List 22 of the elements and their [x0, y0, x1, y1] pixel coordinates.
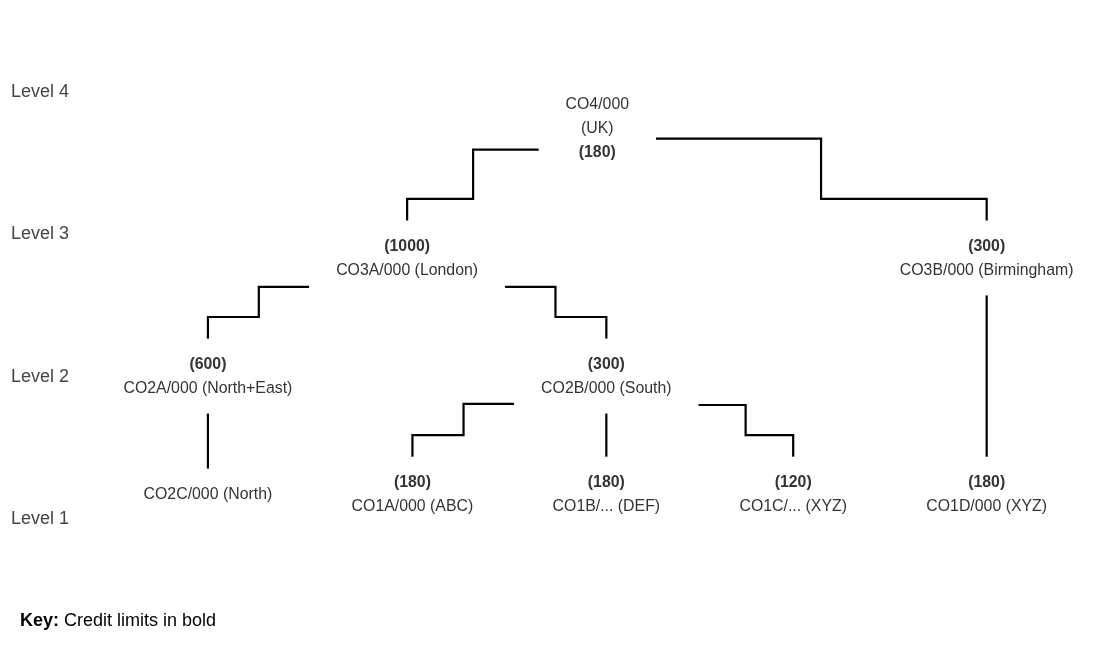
node-text: CO2C/000 (North): [143, 484, 273, 503]
connector: [605, 411, 608, 459]
caption: Key: Credit limits in bold: [19, 610, 218, 631]
connector: [655, 137, 988, 222]
connector: [406, 148, 540, 222]
node-text: (180) CO1D/000 (XYZ): [926, 472, 1048, 515]
level-label: Level 3: [10, 223, 70, 245]
node-text: CO4/000 (UK) (180): [565, 94, 630, 161]
level-label: Level 4: [10, 80, 70, 102]
connector: [411, 402, 515, 459]
connector: [206, 411, 209, 470]
node-text: (1000) CO3A/000 (London): [336, 236, 479, 279]
node-text: (120) CO1C/... (XYZ): [739, 472, 847, 515]
node-text: (180) CO1B/... (DEF): [552, 472, 661, 515]
connector: [985, 293, 988, 459]
node-text: (300) CO3B/000 (Birmingham): [899, 236, 1074, 279]
level-label: Level 2: [10, 365, 70, 387]
node-text: (180) CO1A/000 (ABC): [351, 472, 474, 515]
level-label: Level 1: [10, 508, 70, 530]
connector: [698, 403, 795, 459]
node-text: (300) CO2B/000 (South): [541, 354, 672, 397]
node-text: (600) CO2A/000 (North+East): [123, 354, 293, 397]
